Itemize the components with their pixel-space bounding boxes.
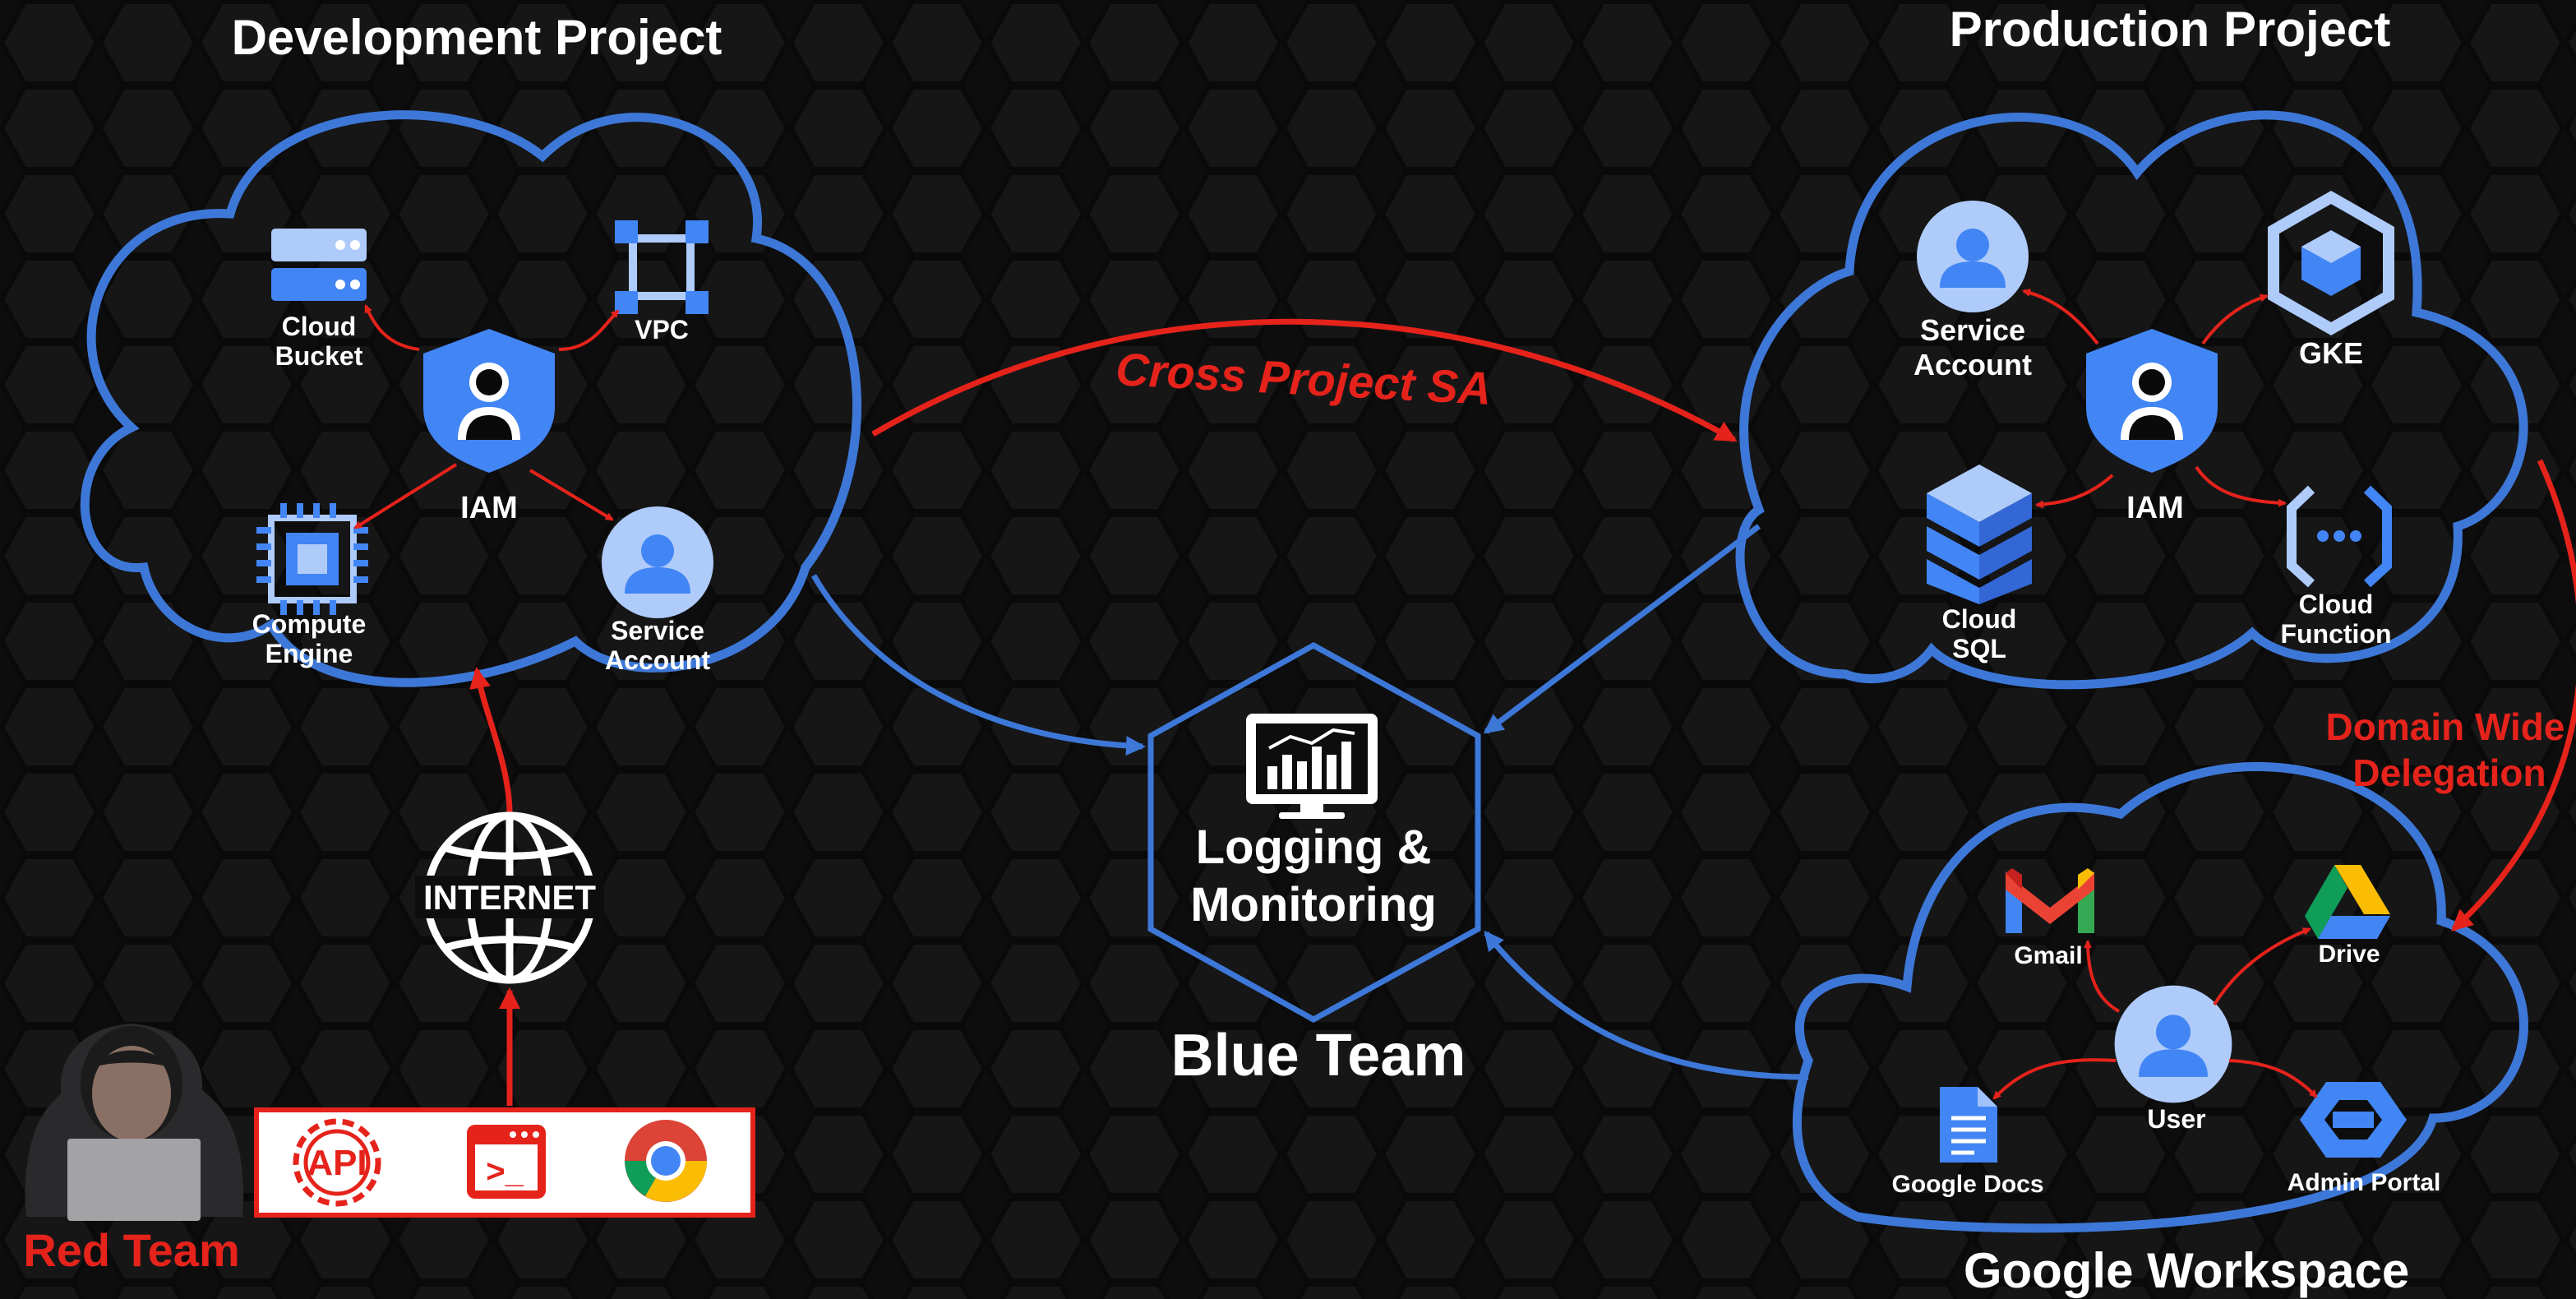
user-to-drive-arrow	[2213, 927, 2311, 1006]
dev-iam-to-vpc-arrow	[558, 309, 620, 351]
prod-iam-to-gke-arrow	[2201, 294, 2269, 345]
cloud-bucket-label-2: Bucket	[275, 341, 363, 371]
vpc-label: VPC	[635, 315, 689, 344]
prod-service-account-icon	[1917, 201, 2029, 312]
dev-service-account-icon	[602, 506, 713, 618]
dev-iam-to-sa-arrow	[529, 469, 614, 521]
terminal-prompt: >_	[486, 1153, 524, 1190]
prod-iam-to-function-arrow	[2195, 465, 2287, 507]
compute-engine-label-2: Engine	[265, 639, 353, 668]
dev-iam-label: IAM	[460, 491, 518, 525]
dev-project-cloud	[80, 110, 861, 687]
gke-icon	[2268, 190, 2394, 336]
chrome-icon	[625, 1120, 707, 1202]
dev-sa-label-2: Account	[605, 645, 710, 675]
hacker-icon	[25, 1024, 244, 1221]
dwd-label-line2: Delegation	[2352, 751, 2546, 794]
internet-to-dev-arrow	[469, 667, 513, 815]
logging-label-line2: Monitoring	[1190, 878, 1437, 931]
user-to-admin-arrow	[2228, 1059, 2318, 1098]
logging-label-line1: Logging &	[1196, 821, 1432, 874]
gmail-label: Gmail	[2014, 942, 2082, 969]
prod-sa-label-1: Service	[1920, 313, 2025, 347]
blue-team-label: Blue Team	[1171, 1023, 1466, 1089]
terminal-icon: >_	[467, 1125, 546, 1199]
cloud-function-label-1: Cloud	[2299, 589, 2374, 619]
user-label: User	[2147, 1104, 2205, 1134]
cloud-function-label-2: Function	[2280, 619, 2391, 649]
google-docs-icon	[1940, 1087, 1997, 1163]
cloud-sql-label-1: Cloud	[1942, 604, 2017, 634]
api-icon: API	[293, 1118, 381, 1207]
prod-project-cloud	[1735, 110, 2528, 690]
cloud-sql-icon	[1927, 465, 2032, 604]
dev-iam-to-bucket-arrow	[364, 304, 420, 351]
workspace-to-logging-arrow	[1484, 930, 1809, 1080]
dev-project-title: Development Project	[232, 10, 722, 65]
workspace-cloud	[1792, 761, 2528, 1233]
google-docs-label: Google Docs	[1891, 1171, 2043, 1198]
cloud-bucket-label-1: Cloud	[282, 312, 357, 341]
admin-portal-label: Admin Portal	[2287, 1169, 2441, 1196]
cross-project-arrow	[871, 318, 1738, 443]
internet-label: INTERNET	[423, 878, 596, 917]
prod-iam-label: IAM	[2126, 491, 2184, 525]
prod-iam-to-sql-arrow	[2035, 474, 2114, 509]
drive-label: Drive	[2318, 941, 2380, 968]
cloud-function-icon	[2287, 485, 2392, 588]
gke-label: GKE	[2299, 336, 2363, 370]
admin-portal-icon	[2300, 1082, 2407, 1158]
red-team-label: Red Team	[23, 1224, 239, 1276]
workspace-title: Google Workspace	[1964, 1243, 2409, 1298]
api-label: API	[307, 1143, 367, 1183]
compute-engine-icon	[256, 503, 368, 615]
internet-label-backdrop	[415, 876, 604, 918]
prod-sa-label-2: Account	[1914, 348, 2032, 381]
user-to-docs-arrow	[1992, 1058, 2117, 1100]
dev-to-logging-arrow	[810, 574, 1146, 756]
prod-iam-to-sa-arrow	[2022, 289, 2099, 345]
cloud-bucket-icon	[271, 229, 367, 301]
drive-icon	[2305, 865, 2390, 939]
vpc-icon	[615, 220, 709, 314]
logging-monitoring-hexagon	[1147, 642, 1481, 1023]
cloud-sql-label-2: SQL	[1952, 634, 2006, 663]
monitoring-dashboard-icon	[1246, 714, 1378, 819]
prod-to-logging-arrow	[1483, 524, 1761, 734]
gmail-icon	[2006, 868, 2094, 933]
prod-project-title: Production Project	[1950, 2, 2391, 57]
user-to-gmail-arrow	[2084, 940, 2120, 1013]
compute-engine-label-1: Compute	[252, 609, 367, 639]
dwd-label-line1: Domain Wide	[2326, 705, 2565, 748]
domain-wide-delegation-arrow	[2451, 459, 2576, 931]
dev-iam-to-compute-arrow	[353, 463, 458, 529]
dev-sa-label-1: Service	[611, 616, 704, 645]
